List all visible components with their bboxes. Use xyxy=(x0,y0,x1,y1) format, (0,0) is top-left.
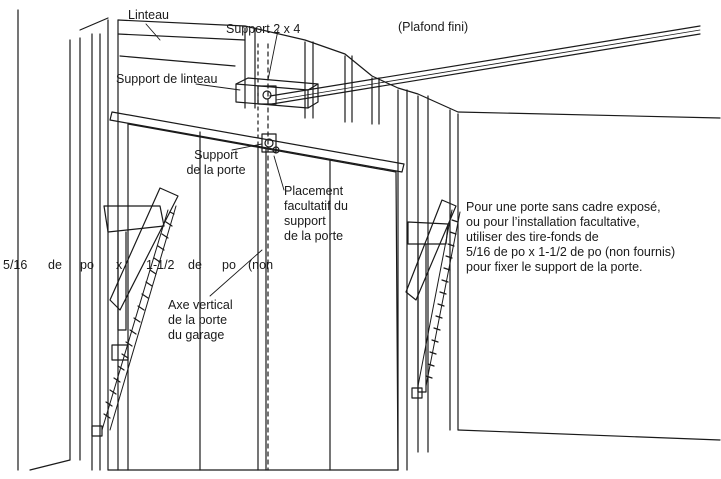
label-line: du garage xyxy=(168,328,225,342)
note-line: 5/16 de po x 1-1/2 de po (non fournis) xyxy=(466,245,676,259)
overlay-word: de xyxy=(188,258,202,272)
label-line: de la porte xyxy=(284,229,344,243)
overlay-word: de xyxy=(48,258,62,272)
leader-lines xyxy=(145,23,285,297)
right-spring-assembly xyxy=(405,199,461,399)
label-axe-vertical: Axe vertical de la porte du garage xyxy=(168,298,258,343)
note-line: ou pour l’installation facultative, xyxy=(466,215,640,229)
header-boards xyxy=(79,17,459,113)
left-spring-assembly xyxy=(91,187,179,437)
garage-door-panels xyxy=(127,123,399,471)
label-support-de-la-porte: Support de la porte xyxy=(184,148,248,178)
label-plafond-fini: (Plafond fini) xyxy=(398,20,469,34)
label-line: Placement xyxy=(284,184,344,198)
note-line: pour fixer le support de la porte. xyxy=(466,260,643,274)
wall-perspective xyxy=(29,111,721,471)
label-line: facultatif du xyxy=(284,199,348,213)
label-line: Axe vertical xyxy=(168,298,233,312)
label-support-de-linteau: Support de linteau xyxy=(116,72,218,86)
label-line: support xyxy=(284,214,326,228)
label-placement-facultatif: Placement facultatif du support de la po… xyxy=(284,184,374,244)
note-line: Pour une porte sans cadre exposé, xyxy=(466,200,661,214)
note-line: utiliser des tire-fonds de xyxy=(466,230,599,244)
label-line: de la porte xyxy=(168,313,228,327)
overlay-word: (non xyxy=(248,258,274,272)
label-line: Support xyxy=(194,148,238,162)
overlay-word: po xyxy=(222,258,236,272)
door-header-trim xyxy=(109,111,405,173)
hardware-note: Pour une porte sans cadre exposé, ou pou… xyxy=(466,200,716,275)
label-linteau: Linteau xyxy=(128,8,170,22)
label-line: de la porte xyxy=(186,163,246,177)
label-support-2x4: Support 2 x 4 xyxy=(226,22,301,36)
door-bracket xyxy=(261,133,280,154)
opener-rail xyxy=(269,25,701,105)
overlay-word: 5/16 xyxy=(3,258,28,272)
overlay-word: x xyxy=(116,258,123,272)
overlay-word: po xyxy=(80,258,94,272)
overlay-word: 1-1/2 xyxy=(146,258,175,272)
